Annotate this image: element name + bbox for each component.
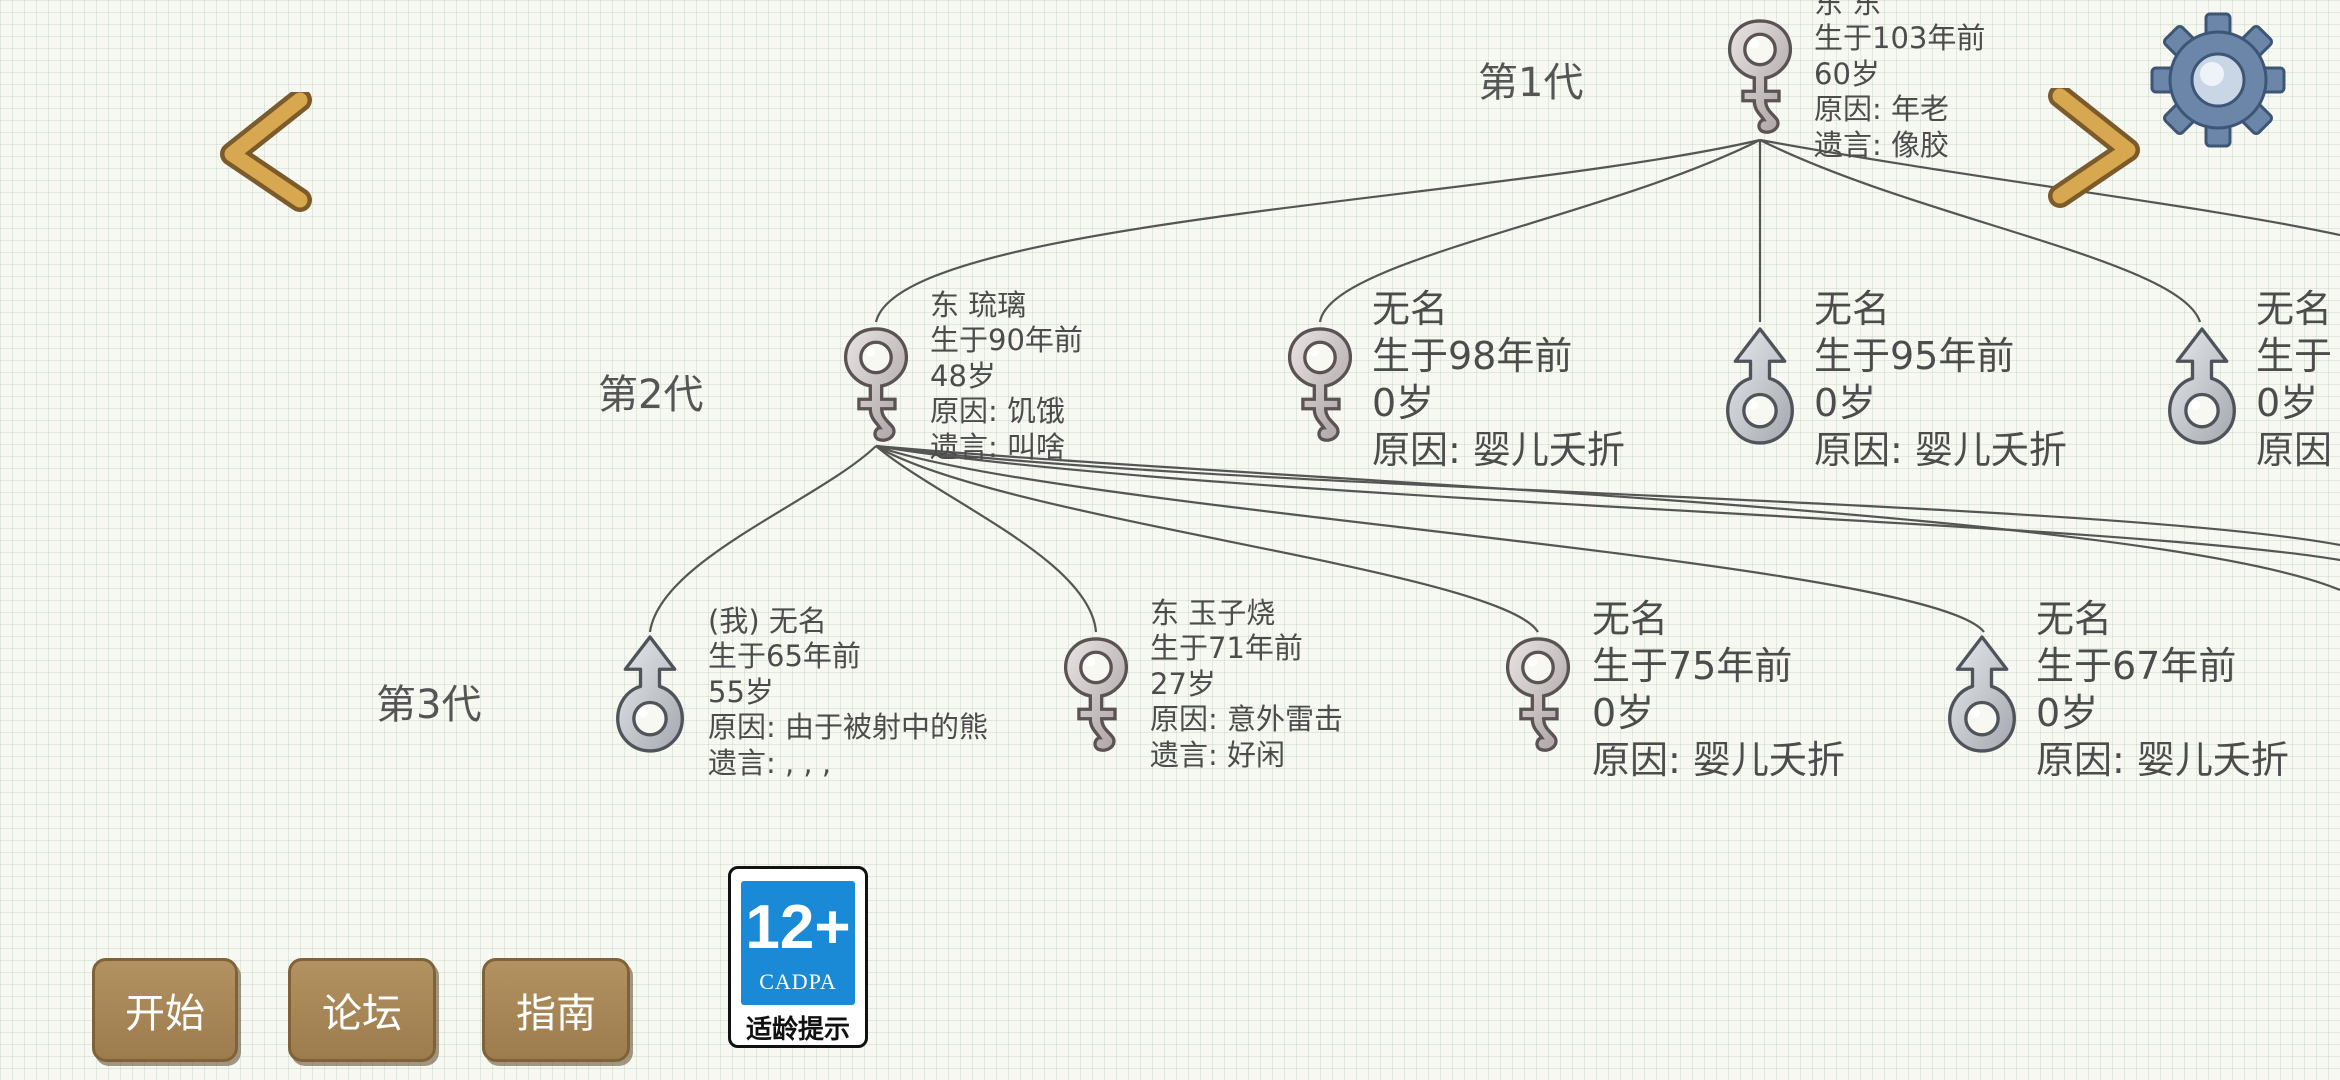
member-born: 生于90年前	[930, 323, 1083, 358]
generation-label-3: 第3代	[376, 682, 482, 728]
member-name: 东 琉璃	[930, 288, 1027, 322]
member-cause: 原因: 婴儿夭折	[1814, 428, 2067, 473]
member-last-words: 遗言: 像胶	[1814, 127, 1949, 162]
member-info-tamagoyaki: 东 玉子烧 生于71年前 27岁 原因: 意外雷击 遗言: 好闲	[1150, 596, 1343, 773]
age-rating-panel: 12+ CADPA	[741, 881, 855, 1005]
tree-link	[875, 445, 1539, 633]
female-symbol-icon[interactable]	[1500, 632, 1576, 758]
start-button[interactable]: 开始	[92, 958, 238, 1062]
member-name: 东 东	[1814, 0, 1882, 20]
tree-link	[875, 444, 1985, 633]
member-name: 东 玉子烧	[1150, 596, 1276, 630]
member-cause: 原因: 婴儿夭折	[1372, 428, 1625, 473]
member-name: (我) 无名	[708, 604, 827, 638]
tree-link	[874, 138, 1761, 323]
member-info-east-east: 东 东 生于103年前 60岁 原因: 年老 遗言: 像胶	[1814, 0, 1985, 163]
member-cause: 原因: 年老	[1814, 92, 1949, 127]
member-age: 48岁	[930, 358, 996, 393]
female-symbol-icon[interactable]	[1722, 14, 1798, 140]
male-symbol-icon[interactable]	[1722, 322, 1798, 448]
forum-button[interactable]: 论坛	[288, 958, 436, 1062]
generation-label-1: 第1代	[1478, 60, 1584, 106]
gear-icon[interactable]	[2148, 10, 2288, 150]
age-rating-number: 12+	[745, 893, 851, 962]
member-born: 生于65年前	[708, 639, 861, 674]
member-cause: 原因: 婴儿夭折	[2036, 738, 2289, 783]
member-info-me: (我) 无名 生于65年前 55岁 原因: 由于被射中的熊 遗言: , , ,	[708, 604, 988, 781]
generation-label-2: 第2代	[598, 372, 704, 418]
age-rating-org: CADPA	[759, 969, 837, 994]
member-age: 60岁	[1814, 56, 1880, 91]
chevron-left-icon[interactable]	[220, 92, 320, 212]
member-info-unnamed: 无名 生于98年前 0岁 原因: 婴儿夭折	[1372, 286, 1625, 474]
chevron-right-icon[interactable]	[2040, 88, 2140, 208]
tree-link	[875, 444, 2340, 562]
member-age: 0岁	[2036, 691, 2099, 736]
member-born: 生于	[2256, 334, 2333, 379]
age-rating-tip: 适龄提示	[745, 1015, 850, 1045]
member-age: 0岁	[2256, 381, 2319, 426]
member-age: 27岁	[1150, 666, 1216, 701]
male-symbol-icon[interactable]	[612, 630, 688, 756]
male-symbol-icon[interactable]	[2164, 322, 2240, 448]
member-born: 生于95年前	[1814, 334, 2015, 379]
member-name: 无名	[2256, 287, 2333, 331]
member-name: 无名	[1592, 597, 1669, 641]
member-age: 55岁	[708, 674, 774, 709]
tree-link	[648, 445, 877, 633]
member-info-liuli: 东 琉璃 生于90年前 48岁 原因: 饥饿 遗言: 叫啥	[930, 288, 1083, 465]
member-born: 生于75年前	[1592, 644, 1793, 689]
tree-link	[875, 444, 2340, 592]
member-cause: 原因	[2256, 428, 2333, 473]
tree-link	[875, 445, 1098, 633]
member-cause: 原因: 饥饿	[930, 394, 1065, 429]
member-born: 生于98年前	[1372, 334, 1573, 379]
member-last-words: 遗言: 叫啥	[930, 429, 1065, 464]
male-symbol-icon[interactable]	[1944, 630, 2020, 756]
member-info-unnamed: 无名 生于95年前 0岁 原因: 婴儿夭折	[1814, 286, 2067, 474]
member-cause: 原因: 意外雷击	[1150, 702, 1343, 737]
member-name: 无名	[1814, 287, 1891, 331]
tree-link	[875, 444, 2340, 547]
age-rating-badge: 12+ CADPA 适龄提示	[728, 866, 868, 1048]
guide-button[interactable]: 指南	[482, 958, 630, 1062]
female-symbol-icon[interactable]	[1058, 632, 1134, 758]
female-symbol-icon[interactable]	[838, 322, 914, 448]
member-info-unnamed: 无名 生于67年前 0岁 原因: 婴儿夭折	[2036, 596, 2289, 784]
member-age: 0岁	[1372, 381, 1435, 426]
member-born: 生于71年前	[1150, 631, 1303, 666]
member-last-words: 遗言: , , ,	[708, 745, 832, 780]
member-cause: 原因: 婴儿夭折	[1592, 738, 1845, 783]
member-name: 无名	[1372, 287, 1449, 331]
member-born: 生于67年前	[2036, 644, 2237, 689]
female-symbol-icon[interactable]	[1282, 322, 1358, 448]
member-last-words: 遗言: 好闲	[1150, 737, 1285, 772]
member-age: 0岁	[1814, 381, 1877, 426]
tree-link	[1318, 139, 1761, 323]
member-info-unnamed: 无名 生于75年前 0岁 原因: 婴儿夭折	[1592, 596, 1845, 784]
member-cause: 原因: 由于被射中的熊	[708, 710, 988, 745]
tree-link	[1759, 139, 2202, 323]
member-born: 生于103年前	[1814, 21, 1986, 56]
member-name: 无名	[2036, 597, 2113, 641]
member-info-unnamed-partial: 无名 生于 0岁 原因	[2256, 286, 2332, 474]
member-age: 0岁	[1592, 691, 1655, 736]
